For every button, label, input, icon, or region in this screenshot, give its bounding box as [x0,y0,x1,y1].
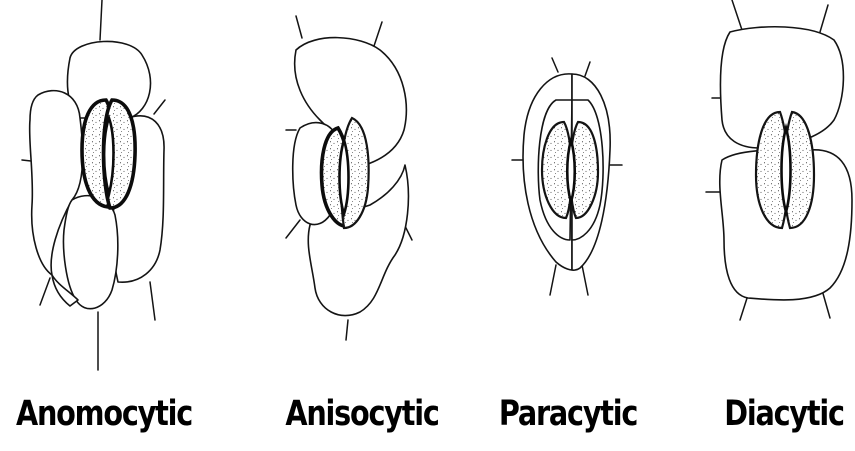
diacytic-stoma [706,0,852,320]
label-paracytic: Paracytic [494,384,642,444]
label-anomocytic: Anomocytic [16,384,180,444]
paracytic-stoma [512,58,622,295]
label-diacytic: Diacytic [710,384,855,444]
anisocytic-stoma [286,16,412,340]
label-anisocytic: Anisocytic [280,384,444,444]
anomocytic-stoma [22,0,165,370]
